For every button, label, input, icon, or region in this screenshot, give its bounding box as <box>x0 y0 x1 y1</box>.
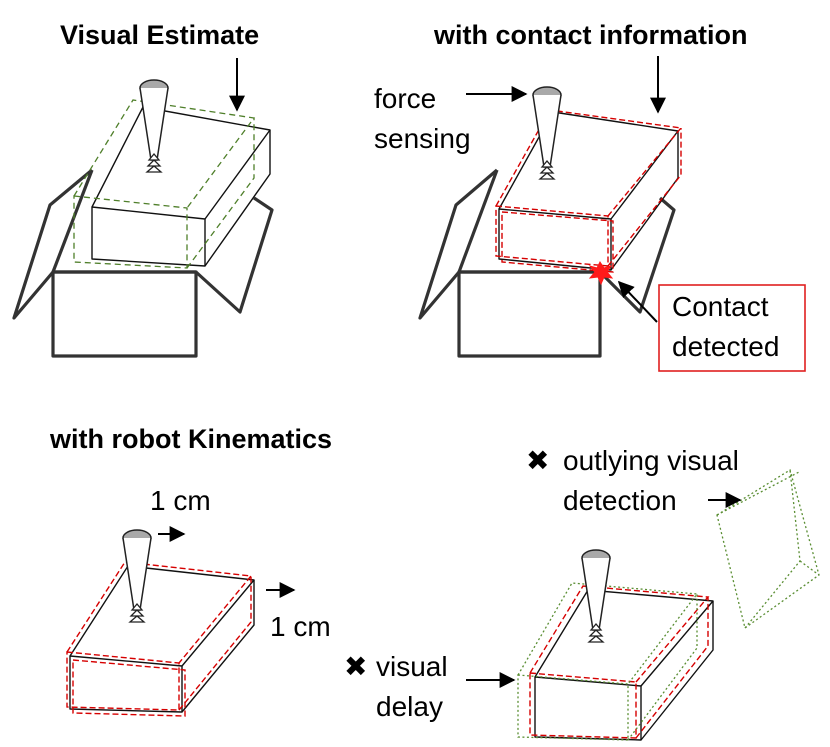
panel-visual-estimate: Visual Estimate <box>12 20 274 358</box>
panel-robot-kinematics: with robot Kinematics 1 cm 1 cm <box>49 424 332 717</box>
force-label-line1: force <box>374 83 436 114</box>
delayed-visual-box <box>517 582 699 741</box>
outlier-visual-box <box>716 468 820 630</box>
shift-label-top: 1 cm <box>150 485 211 516</box>
shift-label-right: 1 cm <box>270 611 331 642</box>
panel-outliers: ✖ outlying visual detection ✖ visual del… <box>344 445 820 741</box>
delay-label-line1: visual <box>376 651 448 682</box>
panel-contact-information: with contact information force sensing <box>374 20 806 372</box>
object-box-3 <box>69 565 255 713</box>
delay-cross-icon: ✖ <box>344 651 367 682</box>
contact-point-icon <box>588 261 614 286</box>
kinematic-estimate-box <box>66 561 253 717</box>
panel-title-contact: with contact information <box>433 20 748 50</box>
contact-detected-box <box>658 284 806 372</box>
delay-label-line2: delay <box>376 691 443 722</box>
object-box-2 <box>498 111 679 271</box>
panel-title-kinematics: with robot Kinematics <box>49 424 332 454</box>
outlier-label-line1: outlying visual <box>563 445 739 476</box>
object-box <box>91 106 271 267</box>
open-carton-2 <box>418 168 676 358</box>
outlier-cross-icon: ✖ <box>526 445 549 476</box>
gripper-tool-icon <box>139 79 169 173</box>
tool-icon-4 <box>581 549 611 643</box>
outlier-label-line2: detection <box>563 485 677 516</box>
fused-estimate-box-4 <box>529 585 710 739</box>
open-carton <box>12 168 274 358</box>
arrow-to-contact <box>617 280 658 323</box>
panel-title-visual-estimate: Visual Estimate <box>60 20 259 50</box>
contact-label-line2: detected <box>672 331 779 362</box>
contact-label-line1: Contact <box>672 291 769 322</box>
visual-estimate-box <box>73 99 256 269</box>
object-box-4 <box>534 589 714 741</box>
fused-estimate-box <box>495 109 683 273</box>
moving-tool-icon <box>122 529 152 623</box>
force-label-line2: sensing <box>374 123 471 154</box>
